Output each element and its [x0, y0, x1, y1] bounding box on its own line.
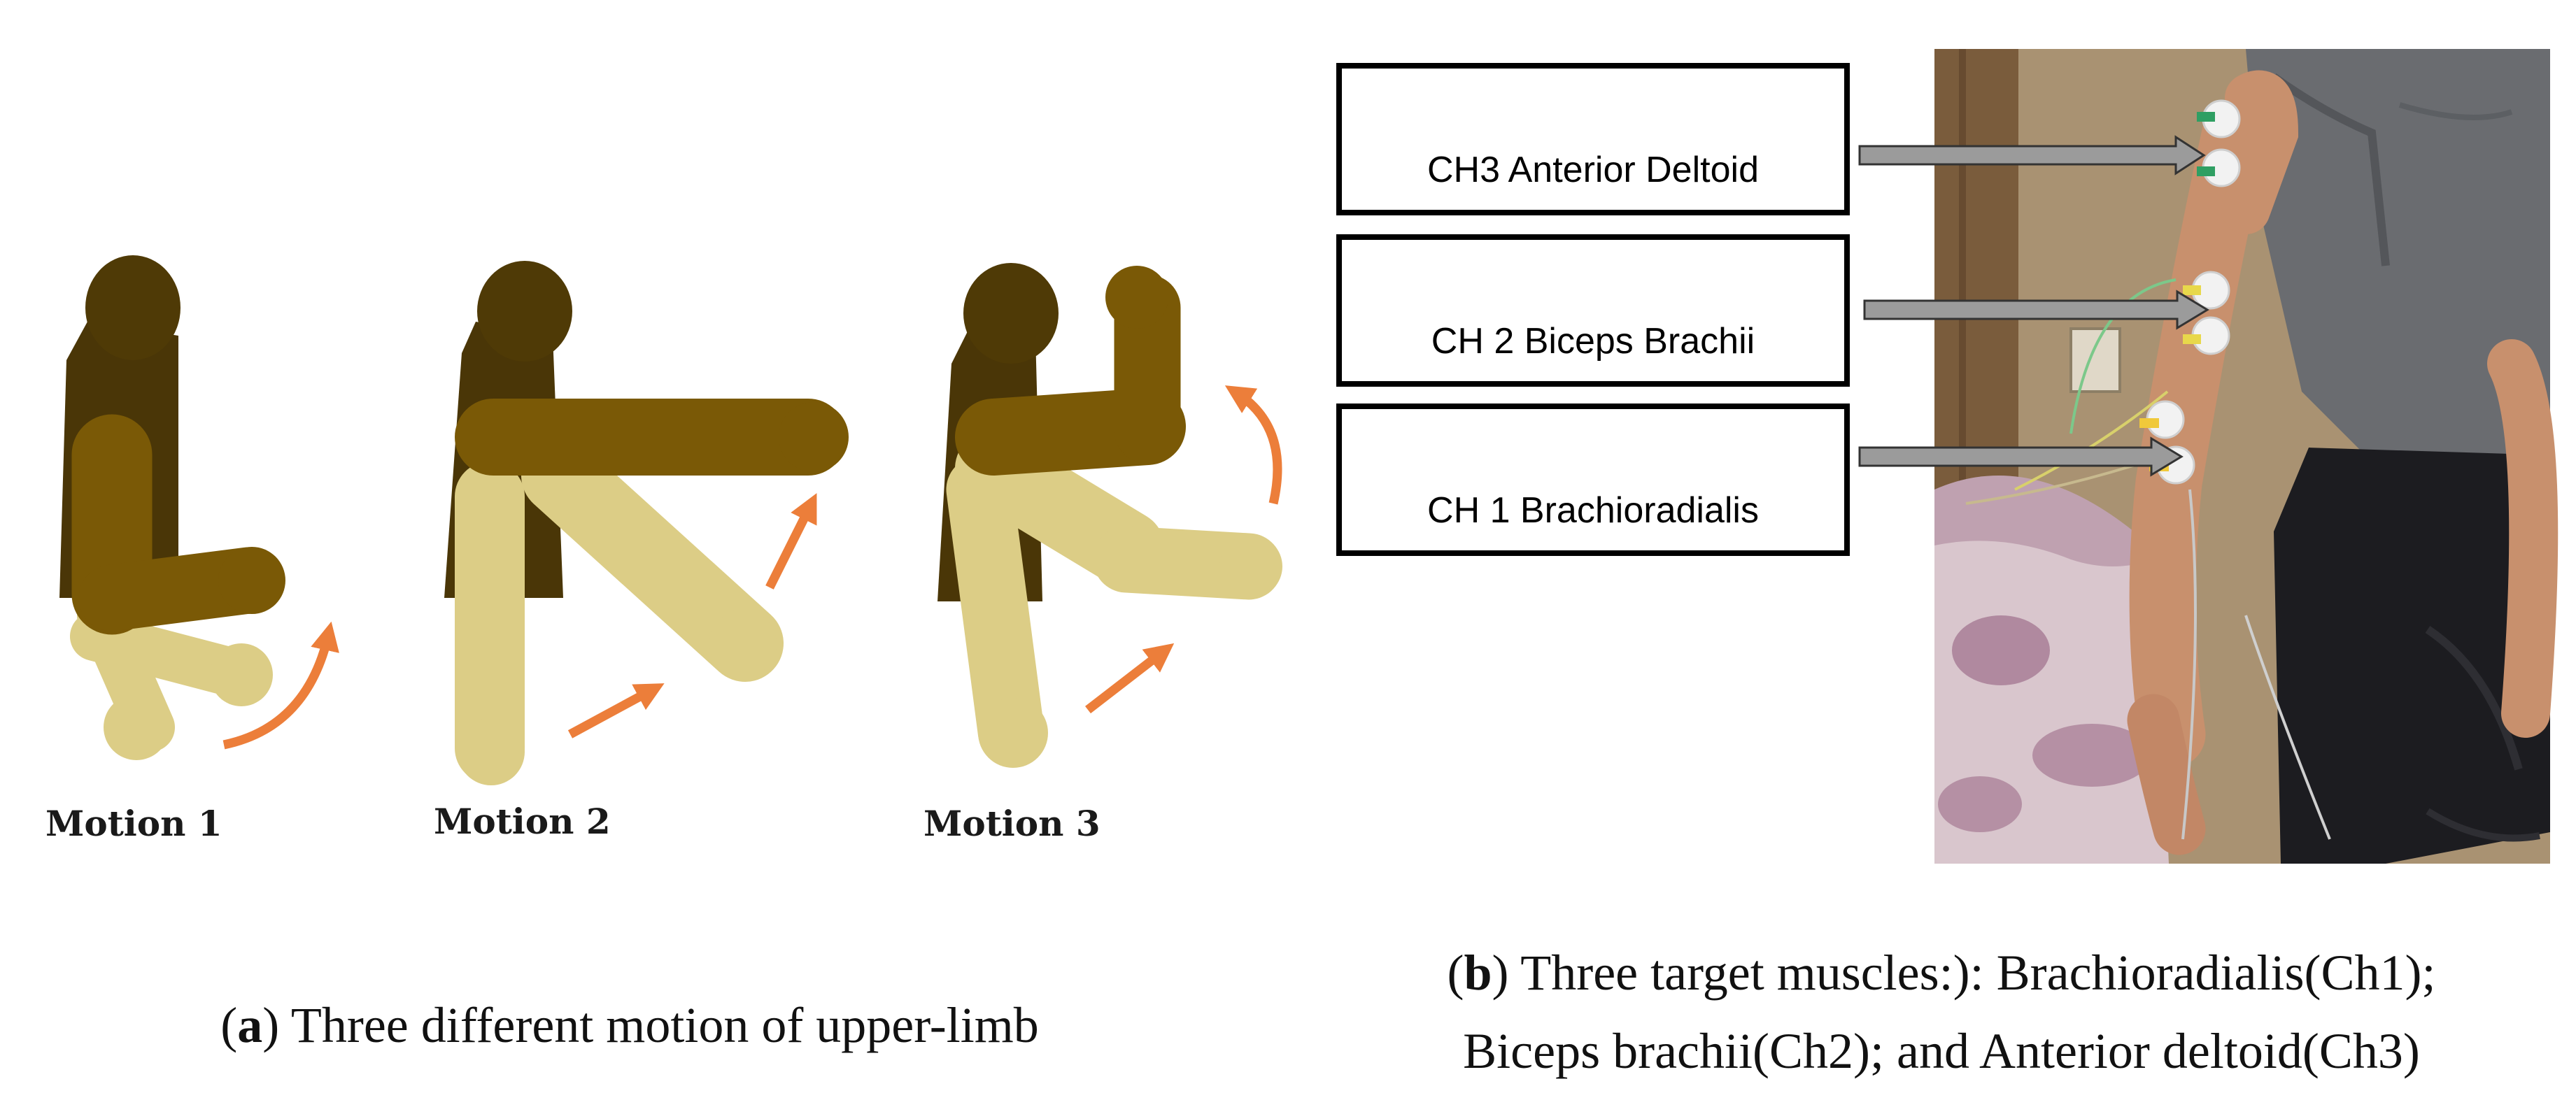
motion-3-label: Motion 3 — [923, 803, 1101, 844]
caption-b-letter: b — [1464, 945, 1492, 1001]
caption-b-line1: (b) Three target muscles:): Brachioradia… — [1447, 945, 2436, 1001]
pointer-arrow-ch3 — [1858, 135, 2206, 176]
motion-3-figure — [937, 263, 1282, 768]
channel-label-ch2: CH 2 Biceps Brachii — [1431, 321, 1755, 362]
rest-lower-hand — [458, 718, 525, 785]
pointer-arrow-ch2 — [1863, 290, 2209, 330]
motion-arrow-curved — [1224, 385, 1282, 505]
active-hand — [1105, 266, 1168, 329]
motion-arrow-lower — [1085, 643, 1175, 714]
rest-lower-hand — [978, 698, 1048, 768]
rest-leg-arm — [946, 456, 1045, 764]
head — [477, 261, 572, 362]
caption-b-line2: Biceps brachii(Ch2); and Anterior deltoi… — [1463, 1023, 2420, 1079]
caption-b: (b) Three target muscles:): Brachioradia… — [1322, 934, 2561, 1090]
active-hand — [218, 547, 285, 614]
caption-a-letter: a — [237, 997, 263, 1053]
motion-arrow-upper — [765, 493, 817, 590]
caption-b-line1-text: Three target muscles:): Brachioradialis(… — [1508, 945, 2436, 1001]
motion-1-figure — [59, 255, 339, 760]
motion-arrow — [222, 621, 339, 750]
channel-label-ch1: CH 1 Brachioradialis — [1427, 490, 1759, 531]
caption-a: (a) Three different motion of upper-limb — [220, 997, 1039, 1053]
subject-photo — [1934, 49, 2559, 864]
channel-box-ch1: CH 1 Brachioradialis — [1336, 404, 1850, 556]
channel-box-ch3: CH3 Anterior Deltoid — [1336, 63, 1850, 215]
motion-2-figure — [444, 261, 849, 785]
rest-upper-hand — [210, 643, 273, 706]
active-hand — [779, 402, 849, 472]
mid-arm — [521, 437, 784, 682]
pointer-arrow-ch1 — [1858, 436, 2184, 477]
rest-lower-hand — [104, 694, 169, 760]
caption-a-text: Three different motion of upper-limb — [279, 997, 1039, 1053]
pointer-arrows — [1858, 135, 2209, 477]
head — [85, 255, 181, 360]
mid-hand — [709, 610, 777, 677]
mid-hand — [1219, 535, 1282, 598]
channel-box-ch2: CH 2 Biceps Brachii — [1336, 234, 1850, 387]
motion-1-label: Motion 1 — [45, 803, 222, 844]
motion-2-label: Motion 2 — [434, 801, 611, 842]
motion-arrow-lower — [567, 683, 665, 738]
head — [963, 263, 1059, 364]
channel-label-ch3: CH3 Anterior Deltoid — [1427, 150, 1759, 190]
electrodes — [2139, 99, 2241, 485]
